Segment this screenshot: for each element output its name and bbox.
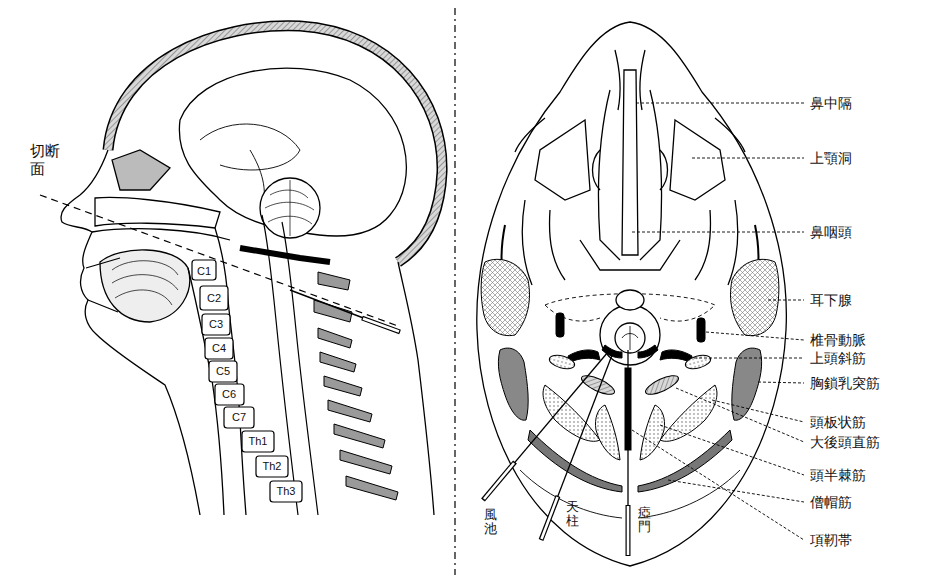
vertebra-label: Th3 [276, 485, 297, 498]
structure-label: 上頭斜筋 [810, 350, 866, 366]
structure-label: 僧帽筋 [810, 494, 852, 510]
structure-label: 頭半棘筋 [810, 467, 866, 483]
spinous-processes [314, 272, 398, 500]
structure-label: 耳下腺 [810, 292, 852, 308]
vertebra-label: C6 [221, 388, 237, 401]
cut-plane-line [40, 195, 398, 326]
structure-label: 上顎洞 [810, 150, 852, 166]
acupoint-label: 瘂門 [638, 506, 651, 535]
structure-label: 胸鎖乳突筋 [810, 375, 880, 391]
sagittal-section [61, 26, 442, 515]
vertebra-label: C7 [231, 411, 247, 424]
vertebra-label: C3 [208, 318, 224, 331]
neck-muscles [498, 348, 761, 518]
vertebra-label: Th1 [248, 435, 269, 448]
vertebra-label: C4 [211, 342, 227, 355]
structure-label: 鼻中隔 [810, 95, 852, 111]
structure-label: 鼻咽頭 [810, 224, 852, 240]
plane-label: 切断面 [30, 142, 60, 178]
structure-label: 大後頭直筋 [810, 434, 880, 450]
structure-label: 頭板状筋 [810, 414, 866, 430]
parotid-glands [481, 259, 779, 335]
leader-lines [632, 103, 804, 540]
vertebra-label: C2 [206, 292, 222, 305]
vertebra-bodies [192, 260, 302, 502]
acupoint-label: 風池 [484, 508, 497, 537]
vertebra-label: Th2 [262, 460, 283, 473]
vertebra-label: C5 [215, 365, 231, 378]
structure-label: 項靭帯 [810, 532, 852, 548]
acupoint-label: 天柱 [566, 500, 579, 529]
needle [290, 290, 400, 332]
structure-label: 椎骨動脈 [810, 332, 866, 348]
needles [483, 350, 628, 556]
axial-section [477, 22, 787, 566]
vertebra-label: C1 [196, 265, 212, 278]
